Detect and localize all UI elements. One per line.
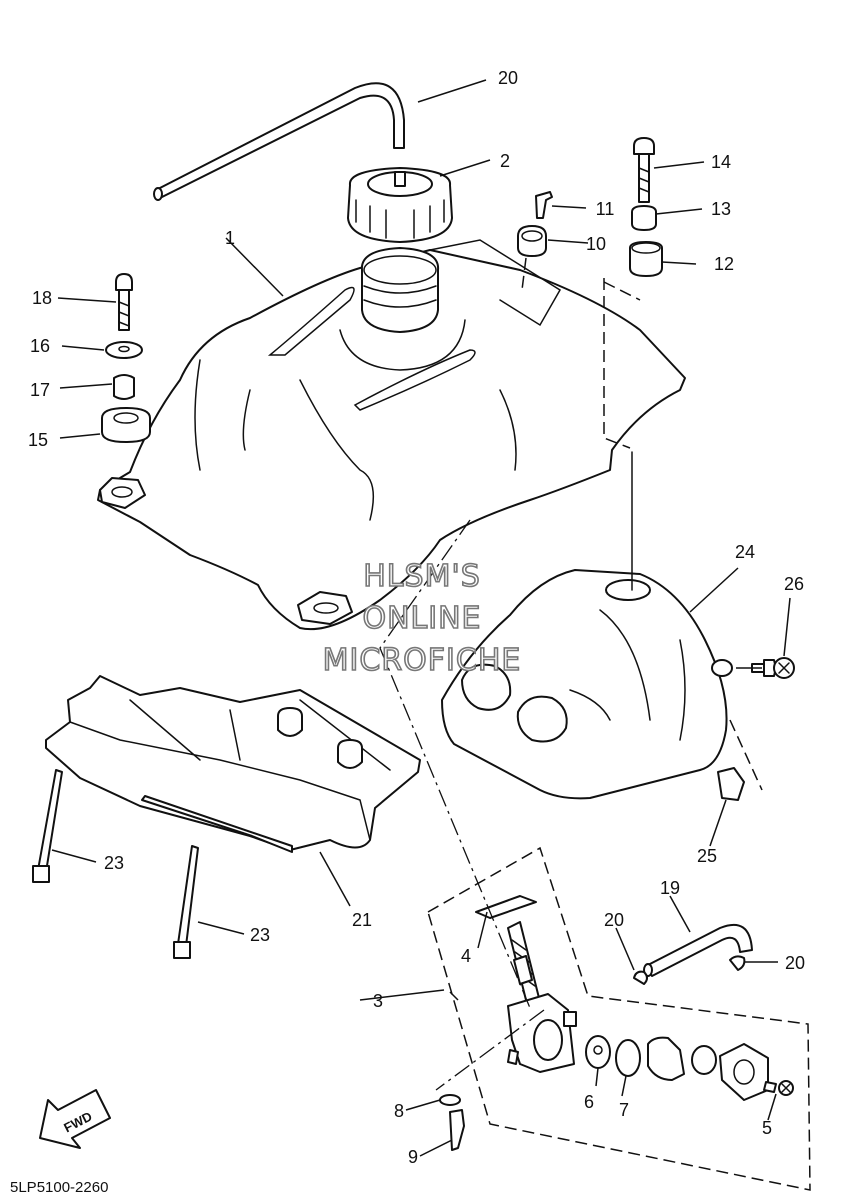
assembly-line-fuel-cock	[379, 519, 531, 1009]
callout-19: 19	[660, 878, 680, 898]
fuel-cock-assembly	[427, 846, 811, 1191]
callout-6: 6	[584, 1092, 594, 1112]
watermark-line-1: HLSM'S	[363, 559, 481, 594]
callout-5: 5	[762, 1118, 772, 1138]
fuel-hose-clips	[633, 923, 753, 985]
callout-15: 15	[28, 430, 48, 450]
leader-lines	[51, 79, 791, 1157]
callout-24: 24	[735, 542, 755, 562]
callout-26: 26	[784, 574, 804, 594]
callout-10: 10	[586, 234, 606, 254]
callout-2: 2	[500, 151, 510, 171]
callout-21: 20	[498, 68, 518, 88]
vent-hose	[153, 82, 405, 201]
callout-14: 14	[711, 152, 731, 172]
callout-20-b: 20	[785, 953, 805, 973]
callout-22: 21	[352, 910, 372, 930]
callout-3: 3	[373, 991, 383, 1011]
watermark-line-2: ONLINE	[362, 601, 481, 636]
watermark: HLSM'S ONLINE MICROFICHE	[322, 558, 522, 679]
fuel-cap	[347, 167, 453, 243]
tank-cover	[441, 569, 733, 800]
callout-18: 18	[32, 288, 52, 308]
forward-arrow-icon: FWD	[39, 1089, 111, 1149]
assembly-line-25	[729, 719, 763, 791]
callout-23-a: 23	[104, 853, 124, 873]
callout-12: 12	[714, 254, 734, 274]
left-mount-parts	[101, 273, 151, 443]
callout-8: 8	[394, 1101, 404, 1121]
callout-4: 4	[461, 946, 471, 966]
skid-plate	[45, 675, 421, 853]
watermark-line-3: MICROFICHE	[323, 643, 522, 678]
callout-9: 9	[408, 1147, 418, 1167]
fuel-tank	[97, 239, 686, 631]
callout-11: 11	[596, 199, 615, 219]
cable-ties	[32, 769, 199, 959]
callout-16: 16	[30, 336, 50, 356]
diagram-code: 5LP5100-2260	[10, 1179, 108, 1196]
callout-23-b: 23	[250, 925, 270, 945]
bolt-14-collar-13-damper-12	[629, 137, 663, 277]
callout-13: 13	[711, 199, 731, 219]
callout-17: 17	[30, 380, 50, 400]
callout-7: 7	[619, 1100, 629, 1120]
callout-1: 1	[225, 228, 235, 248]
callout-20-a: 20	[604, 910, 624, 930]
callout-25: 25	[697, 846, 717, 866]
clip-25-screw-26	[717, 657, 795, 801]
collar-10-screw-11	[517, 191, 553, 291]
